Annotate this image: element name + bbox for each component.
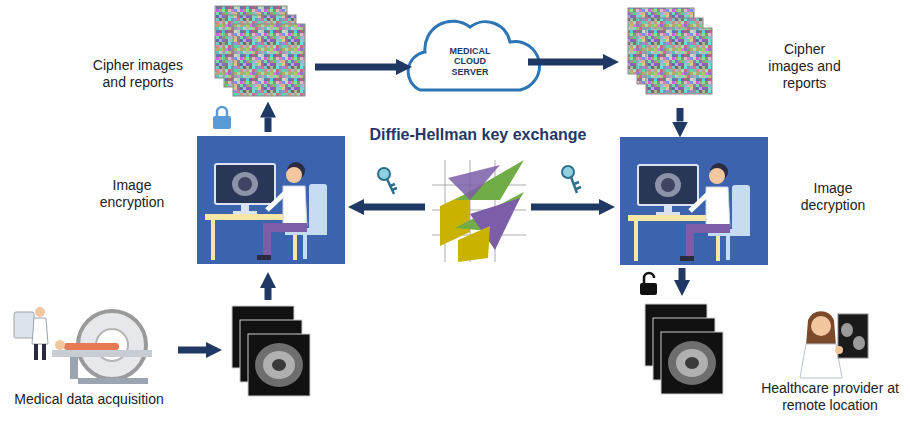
lock-icon	[213, 107, 231, 129]
cloud-server: MEDICAL CLOUD SERVER	[415, 22, 525, 94]
mri-scanner	[34, 344, 38, 360]
flow-arrow	[178, 268, 682, 350]
doctor-figure	[800, 311, 868, 378]
mri-image-stack	[668, 341, 716, 385]
flow-arrow	[531, 204, 599, 211]
key-icon	[562, 166, 574, 178]
cipher-stack: Cipher images and reports	[208, 2, 312, 100]
node-label: Healthcare provider at remote location	[755, 380, 905, 414]
lock-icon	[217, 107, 227, 117]
key-icon	[378, 168, 390, 180]
mri-image-stack	[248, 334, 310, 396]
unlock-icon	[640, 283, 657, 295]
workstation	[197, 136, 345, 264]
node-label: Cipher images and reports	[762, 41, 847, 91]
mri-scanner	[14, 307, 152, 384]
lock-icon	[213, 116, 231, 129]
node-label: Cipher images and reports	[82, 57, 194, 91]
mri-scanner	[78, 378, 148, 384]
mri-scanner	[52, 350, 152, 357]
cipher-image-stack	[215, 6, 305, 96]
key-icon	[571, 177, 581, 193]
node-label: Image decryption	[788, 180, 878, 214]
doctor-figure	[841, 323, 853, 337]
doctor-figure	[800, 344, 842, 378]
workstation	[197, 136, 345, 264]
unlock-icon	[640, 273, 657, 295]
flow-arrow	[265, 118, 272, 133]
flow-arrow	[315, 64, 396, 71]
cloud-shape	[408, 21, 539, 90]
mri-scanner	[32, 318, 48, 344]
mri-scanner	[42, 344, 46, 360]
healthcare-provider: Healthcare provider at remote location	[755, 300, 905, 418]
flow-arrow	[178, 347, 206, 354]
mri-scanner	[35, 307, 45, 317]
cipher-image-stack	[646, 28, 712, 94]
mri-image-stack	[255, 343, 303, 387]
cipher-image-stack	[233, 24, 305, 96]
flow-arrow	[364, 204, 425, 211]
mri-scanner	[14, 312, 34, 338]
mri-scanner	[70, 357, 78, 379]
doctor-figure	[853, 336, 865, 350]
mri-image-stack	[645, 304, 723, 394]
node-label: Medical data acquisition	[5, 391, 173, 408]
mri-image-stack	[661, 332, 723, 394]
cipher-image-stack	[628, 8, 712, 94]
mri-image-stack	[272, 359, 286, 371]
flow-arrow	[528, 59, 603, 66]
mri-image-stack	[676, 349, 708, 377]
key-exchange-graphic	[432, 160, 526, 262]
doctor-figure	[811, 316, 831, 336]
node-label: Diffie-Hellman key exchange	[358, 125, 598, 144]
flow-arrow	[679, 268, 686, 280]
scanner: Medical data acquisition	[5, 305, 173, 417]
key-exchange-graphic	[458, 226, 490, 262]
encryption-station: Image encryption	[197, 135, 345, 265]
key-icon	[562, 166, 581, 193]
doctor-figure	[806, 311, 836, 346]
node-label: MEDICAL CLOUD SERVER	[435, 46, 505, 77]
decryption-station: Image decryption	[618, 138, 770, 265]
workstation	[620, 137, 768, 265]
flow-arrow	[265, 288, 272, 300]
mri-image-stack	[232, 306, 310, 396]
unlock-icon	[644, 273, 654, 283]
cipher-stack: Cipher images and reports	[622, 3, 716, 105]
doctor-figure	[835, 346, 843, 354]
key-icon	[378, 168, 397, 194]
key-exchange-graphic	[448, 165, 500, 200]
flow-arrow	[677, 108, 684, 122]
node-label: Image encryption	[92, 177, 172, 211]
mri-image-stack	[685, 357, 699, 369]
workstation	[620, 137, 768, 265]
mri-image-stack	[263, 351, 295, 379]
key-icon	[387, 179, 397, 194]
mri-scanner	[55, 340, 65, 350]
cloud-shape	[408, 21, 539, 90]
mri-scanner	[64, 343, 119, 350]
key-exchange: Diffie-Hellman key exchange	[428, 152, 528, 264]
